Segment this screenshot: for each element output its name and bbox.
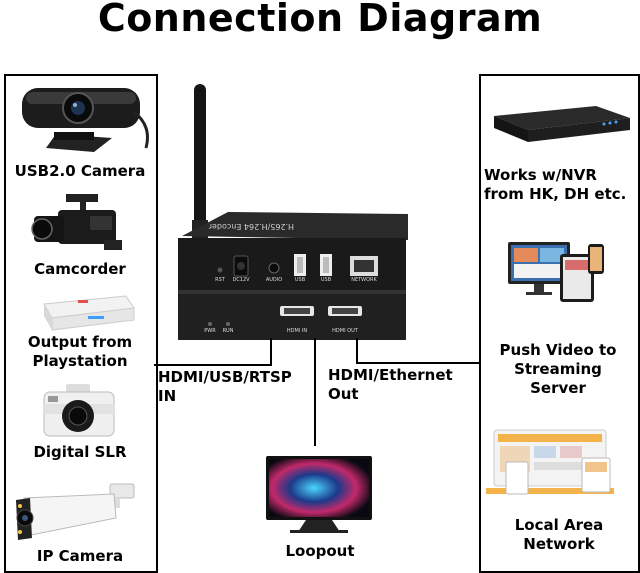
- port-label-network: NETWORK: [351, 277, 377, 283]
- monitor-icon: [266, 456, 372, 533]
- page-title: Connection Diagram: [97, 0, 543, 40]
- input-label-digital-slr: Digital SLR: [33, 443, 127, 461]
- nvr-icon: [494, 106, 630, 142]
- indicator-label-pwr: PWR: [204, 328, 216, 334]
- webcam-icon: [22, 88, 149, 152]
- streaming-screens-icon: [508, 242, 604, 302]
- port-label-hdmi-in: HDMI IN: [286, 328, 308, 334]
- port-label-rst: RST: [215, 277, 225, 283]
- loopout-label: Loopout: [285, 542, 355, 560]
- output-connection-label: HDMI/Ethernet Out: [328, 366, 453, 403]
- loopout-connector-line: [314, 338, 316, 446]
- output-label-streaming: Push Video to Streaming Server: [499, 341, 617, 397]
- port-label-usb-2: USB: [320, 277, 332, 283]
- camcorder-icon: [31, 194, 122, 250]
- output-label-lan: Local Area Network: [514, 516, 604, 553]
- ip-camera-icon: [16, 483, 135, 540]
- port-label-usb-1: USB: [294, 277, 306, 283]
- input-connection-label: HDMI/USB/RTSP IN: [158, 368, 292, 405]
- dslr-camera-icon: [43, 384, 115, 437]
- indicator-label-run: RUN: [222, 328, 234, 334]
- game-console-icon: [43, 295, 135, 331]
- port-label-hdmi-out: HDMI OUT: [332, 328, 358, 334]
- input-connector-line-h: [154, 364, 272, 366]
- port-label-dc12v: DC12V: [232, 277, 250, 283]
- input-connector-line-v: [270, 338, 272, 366]
- input-label-camcorder: Camcorder: [34, 260, 126, 278]
- output-connector-line-h: [356, 362, 480, 364]
- lan-devices-icon: [486, 429, 614, 495]
- encoder-model-text: H.265/H.264 Encoder: [208, 222, 294, 231]
- output-connector-line-v: [356, 338, 358, 364]
- encoder-device: H.265/H.264 Encoder: [178, 84, 408, 340]
- input-label-usb-camera: USB2.0 Camera: [14, 162, 146, 180]
- output-label-nvr: Works w/NVR from HK, DH etc.: [484, 166, 627, 203]
- port-label-audio: AUDIO: [265, 277, 283, 283]
- input-label-ip-camera: IP Camera: [36, 547, 124, 565]
- input-label-playstation: Output from Playstation: [27, 333, 133, 370]
